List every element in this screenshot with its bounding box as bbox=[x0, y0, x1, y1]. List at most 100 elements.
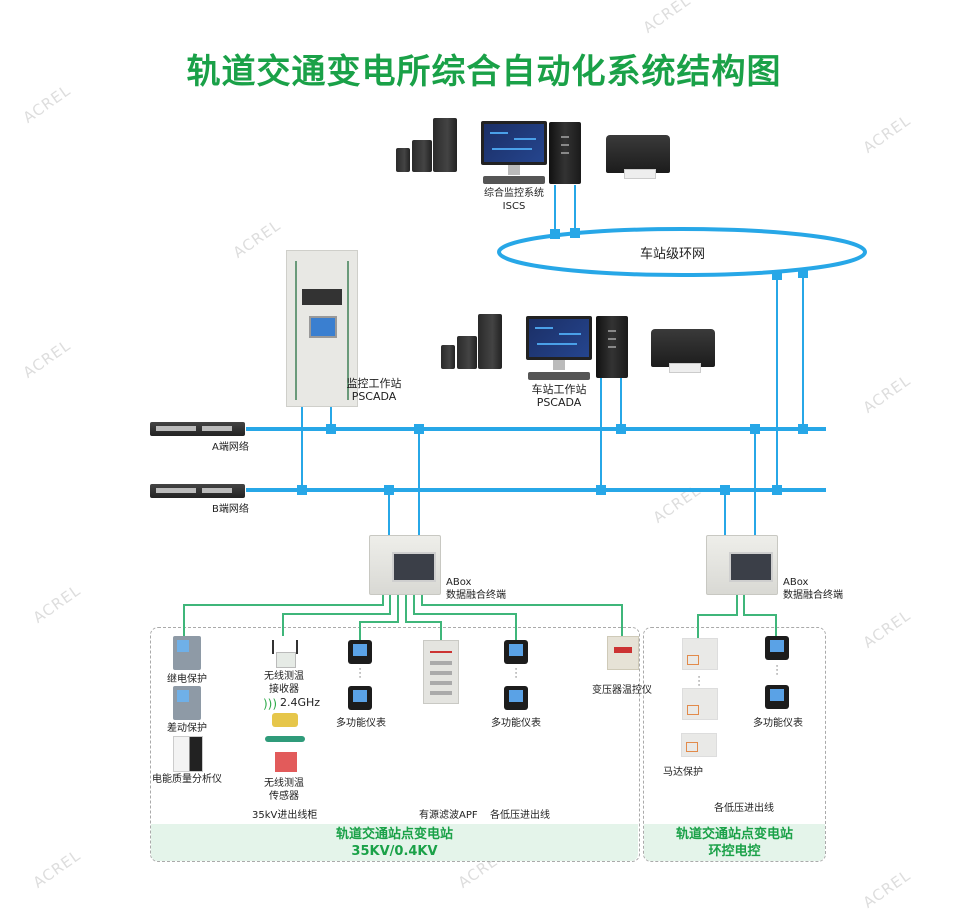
station-monitor-stand bbox=[553, 360, 565, 370]
abox-left-label: ABox 数据融合终端 bbox=[446, 576, 506, 602]
apf-label: 有源滤波APF bbox=[419, 810, 478, 821]
ring-network-label: 车站级环网 bbox=[640, 247, 706, 262]
ups-large bbox=[478, 314, 502, 369]
network-node bbox=[720, 485, 730, 495]
environment-band: 轨道交通站点变电站 环控电控 bbox=[644, 824, 825, 861]
low-voltage-label: 各低压进出线 bbox=[490, 810, 550, 821]
multifunction-meter-device bbox=[504, 686, 528, 710]
network-node bbox=[297, 485, 307, 495]
multifunction-meter-2-label: 多功能仪表 bbox=[491, 718, 541, 729]
wireless-sensor-text: 无线测温 传感器 bbox=[264, 778, 304, 802]
field-wire-meter-2 bbox=[413, 594, 517, 640]
network-node bbox=[596, 485, 606, 495]
ring-node bbox=[798, 268, 808, 278]
network-a-label: A端网络 bbox=[212, 442, 249, 453]
wireless-receiver-text: 无线测温 接收器 bbox=[264, 671, 304, 695]
abox-left-line2: 数据融合终端 bbox=[446, 590, 506, 601]
wireless-receiver-label: 无线测温 接收器 bbox=[248, 670, 320, 696]
wifi-signal-icon: ))) bbox=[263, 697, 278, 711]
station-workstation-code: PSCADA bbox=[536, 396, 582, 409]
substation-section-box bbox=[150, 627, 640, 862]
network-node bbox=[616, 424, 626, 434]
ring-node bbox=[550, 229, 560, 239]
station-monitor bbox=[526, 316, 592, 360]
motor-protection-device bbox=[681, 733, 717, 757]
multifunction-meter-device bbox=[765, 636, 789, 660]
network-node bbox=[798, 424, 808, 434]
motor-protection-label: 马达保护 bbox=[663, 767, 703, 778]
wireless-sensor-label: 无线测温 传感器 bbox=[248, 777, 320, 803]
wireless-receiver-device bbox=[268, 640, 302, 668]
abox-right-line2: 数据融合终端 bbox=[783, 590, 843, 601]
iscs-label: 综合监控系统 ISCS bbox=[470, 187, 558, 213]
iscs-monitor-stand bbox=[508, 165, 520, 175]
ellipsis-dots: ··· bbox=[775, 662, 779, 680]
frequency-label: 2.4GHz bbox=[280, 696, 321, 709]
transformer-temp-controller-label: 变压器温控仪 bbox=[592, 685, 652, 696]
field-wire-motor bbox=[697, 594, 738, 640]
differential-protection-device bbox=[173, 686, 201, 720]
multifunction-meter-device bbox=[348, 686, 372, 710]
ups-medium bbox=[457, 336, 477, 369]
abox-right-label: ABox 数据融合终端 bbox=[783, 576, 843, 602]
field-wire-relay bbox=[183, 594, 384, 636]
station-workstation-label: 车站工作站 PSCADA bbox=[522, 383, 596, 409]
station-keyboard bbox=[528, 372, 590, 380]
substation-band: 轨道交通站点变电站 35KV/0.4KV bbox=[151, 824, 638, 861]
iscs-code: ISCS bbox=[502, 201, 526, 212]
environment-control-section-box bbox=[643, 627, 826, 862]
ups-small bbox=[441, 345, 455, 369]
network-node bbox=[772, 485, 782, 495]
switch-a bbox=[150, 422, 245, 436]
wireless-sensor-yellow bbox=[272, 713, 298, 727]
ups-large bbox=[433, 118, 457, 172]
relay-protection-device bbox=[173, 636, 201, 670]
iscs-server-tower bbox=[549, 122, 581, 184]
field-wire-wireless bbox=[282, 594, 391, 636]
ellipsis-dots: ··· bbox=[514, 665, 518, 683]
ups-medium bbox=[412, 140, 432, 172]
ellipsis-dots: ··· bbox=[358, 665, 362, 683]
wireless-sensor-green bbox=[265, 736, 305, 742]
iscs-printer bbox=[606, 135, 670, 179]
wireless-sensor-red bbox=[275, 752, 297, 772]
right-low-voltage-label: 各低压进出线 bbox=[714, 803, 774, 814]
iscs-name: 综合监控系统 bbox=[484, 188, 544, 199]
network-b-label: B端网络 bbox=[212, 504, 249, 515]
monitor-workstation-code: PSCADA bbox=[351, 390, 397, 403]
multifunction-meter-device bbox=[348, 640, 372, 664]
environment-band-subtitle: 环控电控 bbox=[708, 844, 761, 859]
monitor-workstation-name: 监控工作站 bbox=[346, 377, 402, 390]
power-quality-analyzer-label: 电能质量分析仪 bbox=[152, 774, 222, 785]
monitor-workstation-label: 监控工作站 PSCADA bbox=[344, 377, 404, 403]
multifunction-meter-3-label: 多功能仪表 bbox=[753, 718, 803, 729]
substation-band-voltage: 35KV/0.4KV bbox=[351, 844, 438, 859]
ellipsis-dots: ··· bbox=[697, 673, 701, 691]
ring-node bbox=[570, 228, 580, 238]
incoming-35kv-label: 35kV进出线柜 bbox=[252, 810, 318, 821]
multifunction-meter-device bbox=[504, 640, 528, 664]
abox-right bbox=[706, 535, 778, 595]
network-node bbox=[750, 424, 760, 434]
abox-left bbox=[369, 535, 441, 595]
iscs-monitor bbox=[481, 121, 547, 165]
apf-cabinet-device bbox=[423, 640, 459, 704]
network-node bbox=[326, 424, 336, 434]
field-wire-meter-1 bbox=[359, 594, 399, 640]
abox-right-line1: ABox bbox=[783, 577, 809, 588]
station-workstation-name: 车站工作站 bbox=[531, 383, 587, 396]
power-quality-analyzer-device bbox=[173, 736, 203, 772]
station-printer bbox=[651, 329, 715, 373]
field-wire-apf bbox=[405, 594, 442, 640]
substation-band-title: 轨道交通站点变电站 bbox=[335, 827, 453, 842]
motor-protection-device bbox=[682, 638, 718, 670]
switch-b bbox=[150, 484, 245, 498]
pscada-cabinet bbox=[286, 250, 358, 407]
network-node bbox=[414, 424, 424, 434]
motor-protection-device bbox=[682, 688, 718, 720]
field-wire-meter-3 bbox=[743, 594, 777, 640]
transformer-temp-controller-device bbox=[607, 636, 639, 670]
environment-band-title: 轨道交通站点变电站 bbox=[675, 827, 793, 842]
ups-small bbox=[396, 148, 410, 172]
